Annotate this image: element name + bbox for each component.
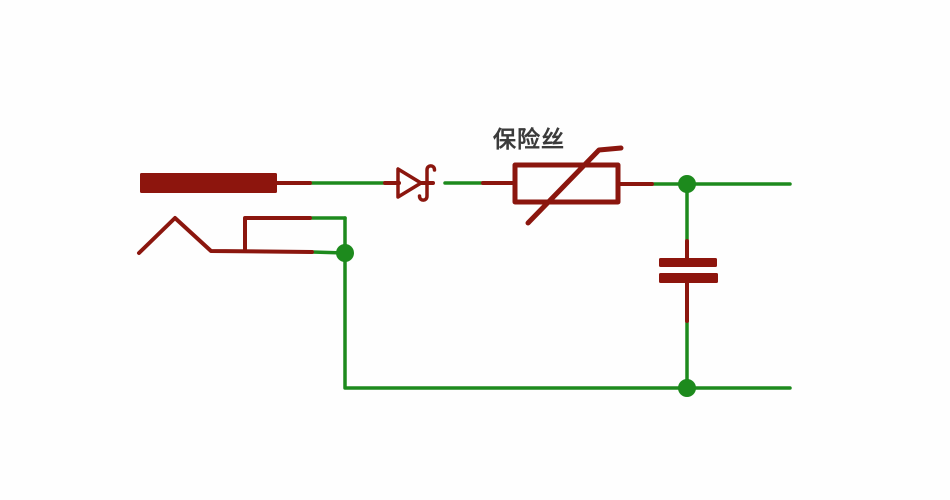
fuse-diagonal-stroke	[525, 145, 624, 226]
diode-cathode-bar	[417, 164, 437, 202]
dc-jack-sleeve	[137, 216, 314, 255]
capacitor-plate-top	[659, 258, 717, 267]
component-strokes	[137, 145, 689, 323]
dc-jack-center-pin-bar	[140, 173, 277, 193]
capacitor-plate-bottom	[659, 273, 718, 283]
jack-zigzag-contact	[137, 216, 314, 255]
tvs-diode	[396, 164, 437, 202]
diode-triangle	[396, 167, 423, 199]
jack-switch-contact	[243, 216, 312, 253]
junction-dots	[336, 175, 696, 397]
junction-dot	[678, 175, 696, 193]
fuse-symbol	[512, 145, 624, 226]
green-net-wires	[306, 181, 792, 390]
fuse-body	[512, 162, 621, 205]
junction-dot	[678, 379, 696, 397]
fuse-label: 保险丝	[492, 126, 565, 152]
junction-dot	[336, 244, 354, 262]
ground-rail-wire	[343, 251, 792, 390]
filled-shapes	[140, 173, 718, 283]
